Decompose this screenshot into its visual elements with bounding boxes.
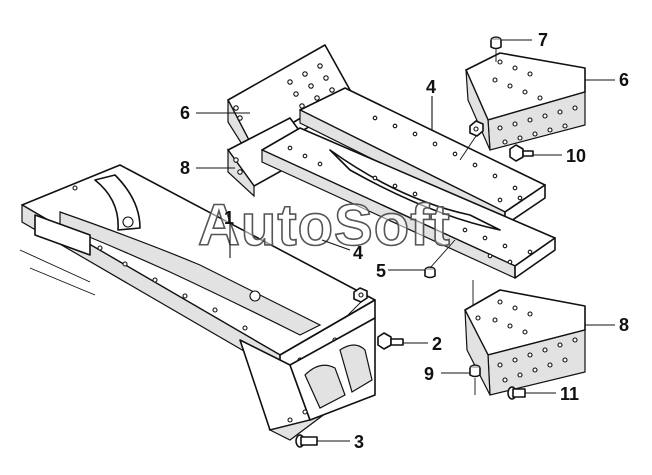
main-frame-part-1: [19, 164, 376, 441]
fastener-nut-left: [353, 287, 368, 303]
fastener-bolt-2: [377, 332, 404, 350]
fastener-bolt-11: [507, 386, 526, 400]
callout-9: 9: [424, 364, 434, 384]
fastener-nut-5: [424, 266, 436, 279]
fastener-cap-9: [469, 364, 481, 378]
callout-5: 5: [376, 261, 386, 281]
callout-2: 2: [432, 334, 442, 354]
fastener-bolt-3: [295, 434, 318, 448]
callout-4-lower: 4: [353, 243, 363, 263]
fastener-nut-upper: [469, 120, 484, 137]
callout-4-upper: 4: [426, 77, 436, 97]
plate-lower-middle: [261, 127, 556, 279]
bracket-right-upper: [465, 52, 586, 151]
callout-7: 7: [538, 30, 548, 50]
callout-6-right: 6: [619, 70, 629, 90]
callout-1: 1: [224, 208, 234, 228]
leader-lines: [196, 39, 615, 442]
callout-11: 11: [560, 384, 579, 404]
callout-8-right: 8: [619, 315, 629, 335]
fastener-cap-7: [490, 36, 502, 50]
callout-8-left: 8: [180, 158, 190, 178]
callout-3: 3: [354, 432, 364, 452]
callout-10: 10: [566, 146, 586, 166]
assembly-lines: [344, 48, 497, 395]
watermark-text: AutoSoft: [198, 193, 451, 258]
callout-6-left: 6: [180, 103, 190, 123]
fastener-bolt-10: [509, 144, 534, 162]
bracket-right-lower: [464, 289, 586, 396]
